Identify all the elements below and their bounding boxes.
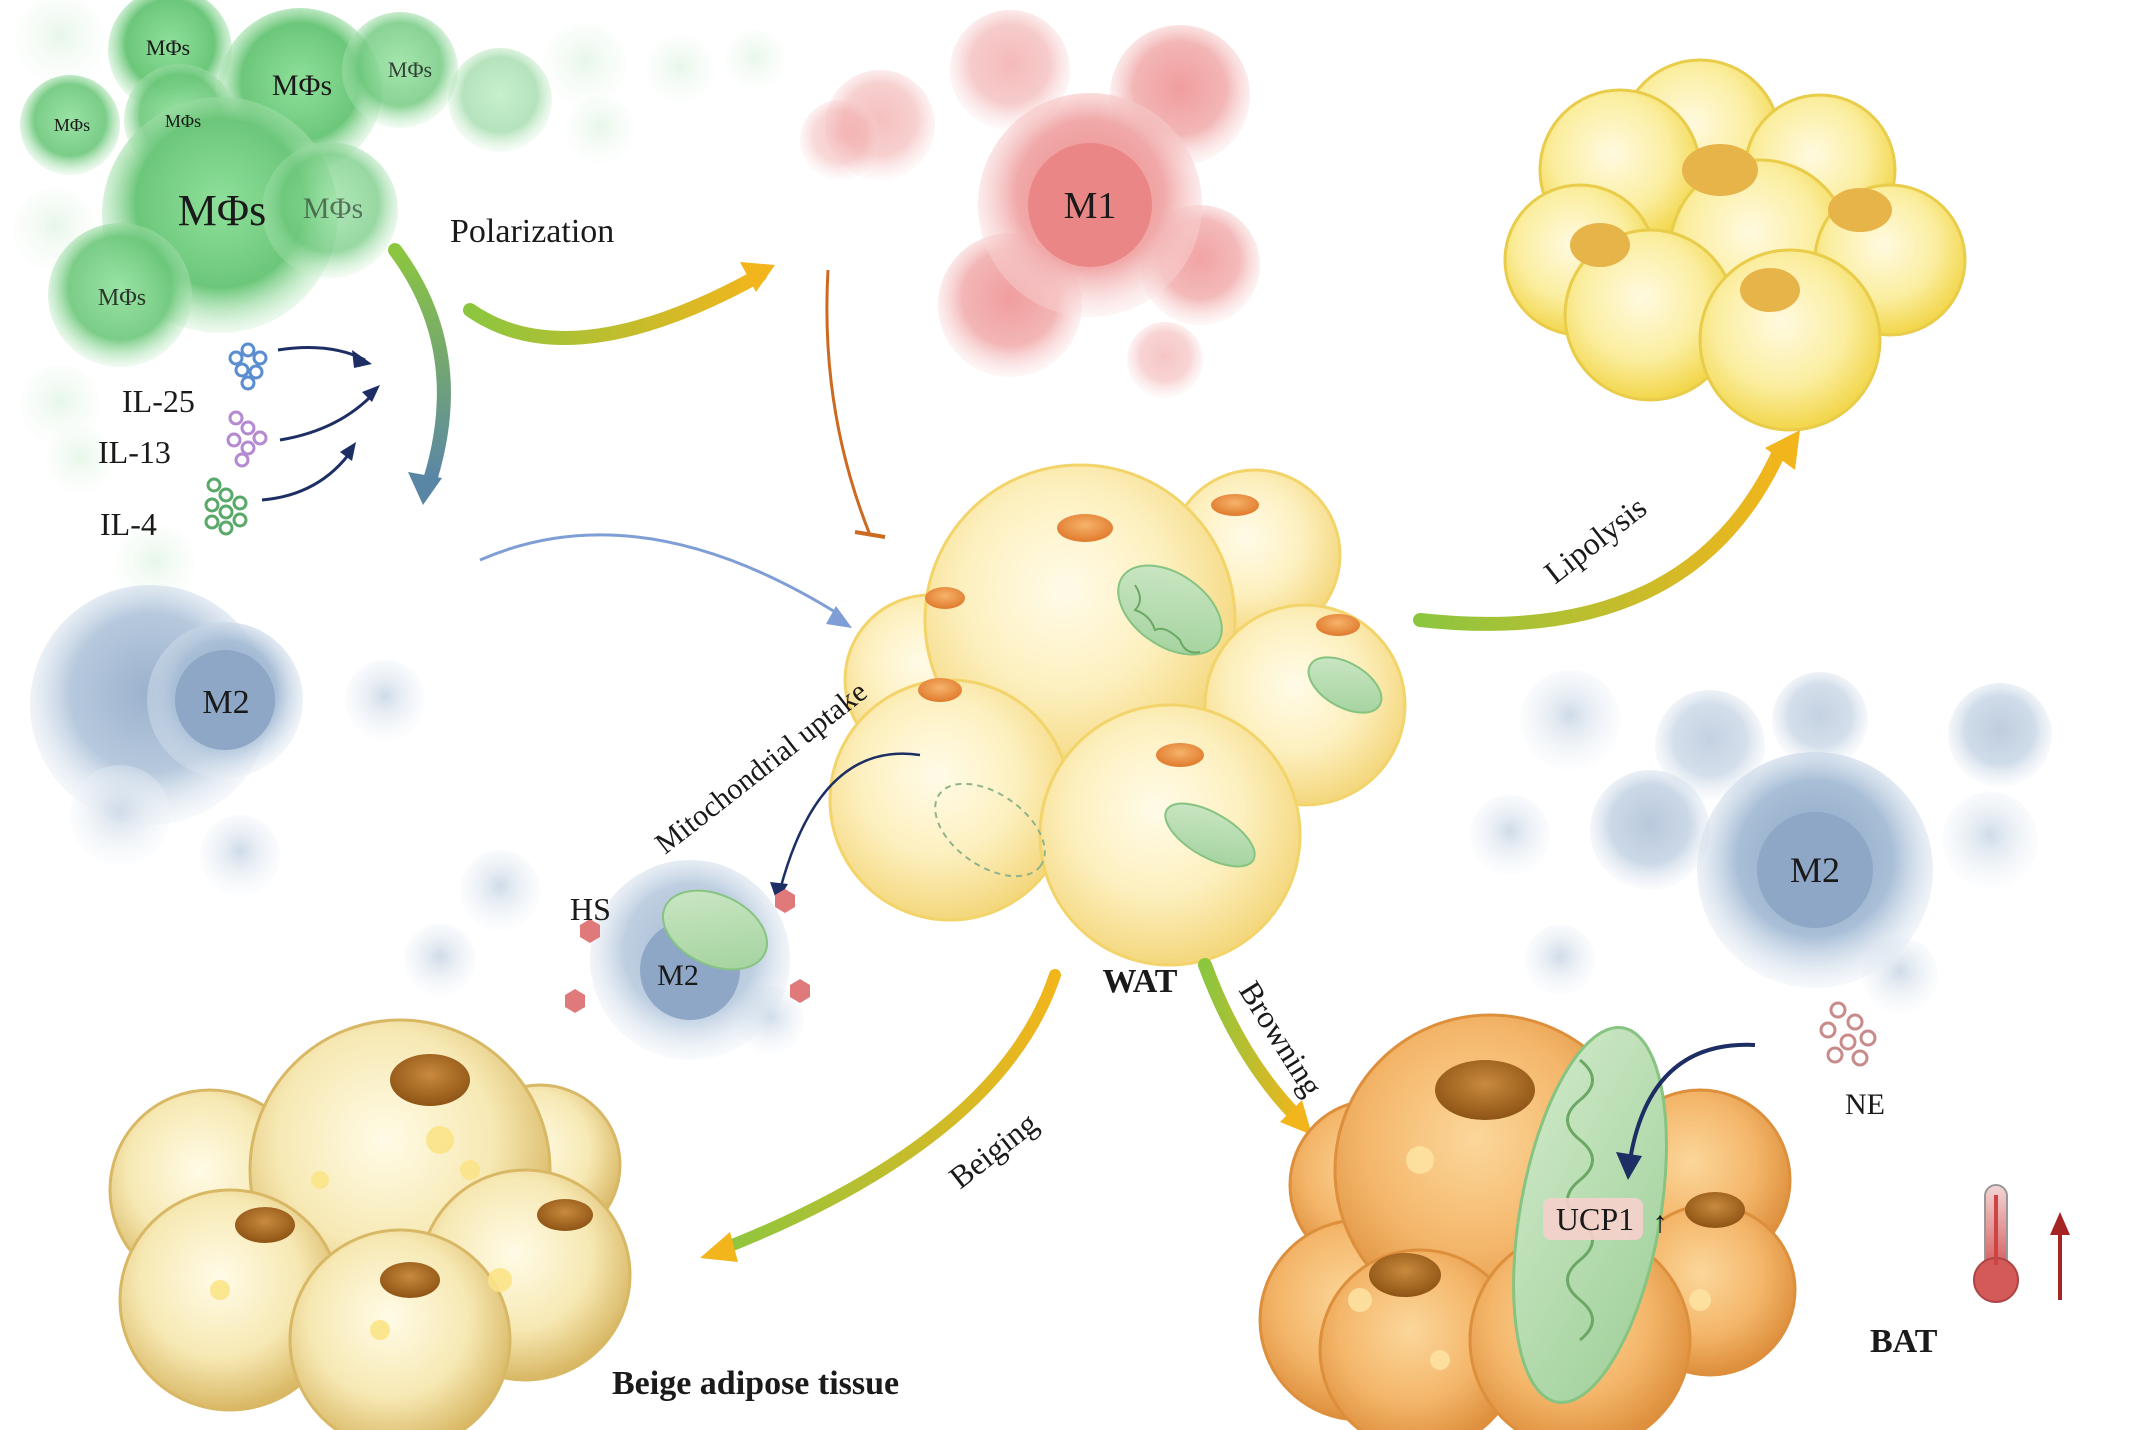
beiging-arrow — [714, 969, 1061, 1256]
beige-adipose-cluster — [108, 1018, 632, 1430]
ne-to-ucp1-arrow — [1628, 1042, 1756, 1161]
inhibition-bar-icon — [854, 530, 886, 539]
arrowhead-icon — [1616, 1152, 1642, 1180]
m1-label: M1 — [1064, 185, 1117, 227]
ucp1-label: UCP1 — [1556, 1201, 1634, 1237]
arrowhead-icon — [340, 442, 356, 461]
m2-left-cluster: M2 — [30, 585, 425, 895]
macrophage-label: MΦs — [146, 35, 190, 60]
browning-arrow — [1198, 958, 1307, 1127]
ne-molecules — [1819, 1001, 1877, 1067]
arrowhead-icon — [770, 882, 788, 902]
arrowhead-icon — [700, 1232, 738, 1262]
il4-label: IL-4 — [100, 506, 157, 542]
mitochondrion-icon — [1117, 564, 1223, 656]
m1-inhibition-line — [825, 269, 872, 536]
m2-right-cluster: M2 — [1470, 670, 2052, 1013]
arrowhead-icon — [1280, 1100, 1312, 1135]
thermometer-icon — [1973, 1184, 2019, 1303]
m2-right-label: M2 — [1790, 850, 1840, 890]
cytokine-il13: IL-13 — [98, 410, 268, 470]
lipolysis-label: Lipolysis — [1537, 489, 1653, 591]
arrowhead-icon — [1765, 430, 1800, 470]
hs-label: HS — [570, 891, 611, 927]
bat-label: BAT — [1870, 1323, 1938, 1360]
ucp1-up-arrow: ↑ — [1653, 1206, 1668, 1239]
wat-cluster: WAT — [828, 463, 1407, 1000]
arrowhead-icon — [826, 606, 852, 628]
macrophage-label: MΦs — [178, 186, 266, 235]
lipolysis-arrow — [1413, 443, 1787, 631]
arrowhead-icon — [362, 385, 380, 402]
cytokine-arrows — [261, 346, 377, 502]
mito-uptake-arrow — [778, 752, 921, 891]
browning-label: Browning — [1232, 975, 1330, 1103]
wat-label: WAT — [1103, 963, 1178, 1000]
polarization-label: Polarization — [450, 213, 614, 250]
mitochondrion-icon — [934, 782, 1046, 878]
macrophage-label: MΦs — [165, 111, 201, 131]
lipolysis-adipocytes — [1503, 58, 1967, 432]
m2-left-label: M2 — [202, 684, 249, 721]
arrowhead-icon — [352, 350, 372, 368]
temperature-up-arrow-icon — [2050, 1212, 2070, 1300]
ne-label: NE — [1845, 1088, 1885, 1121]
il13-label: IL-13 — [98, 434, 171, 470]
macrophage-cell — [20, 0, 552, 367]
macrophage-label: MΦs — [98, 285, 146, 311]
macrophage-cluster: MΦs MΦs MΦs MΦs MΦs MΦs MΦs MΦs — [13, 0, 785, 605]
ucp1-badge — [1543, 1198, 1643, 1240]
polarization-arrow-to-m2 — [388, 243, 451, 487]
beige-tissue-label: Beige adipose tissue — [612, 1365, 899, 1402]
macrophage-label: MΦs — [303, 192, 363, 225]
macrophage-cell-faint — [13, 0, 785, 605]
polarization-arrow-to-m1 — [463, 268, 767, 345]
polarization-arrowhead-m2 — [408, 472, 442, 505]
m2-hs-cluster: M2 HS — [404, 850, 810, 1060]
macrophage-label: MΦs — [272, 69, 332, 102]
mitochondrion-icon — [1307, 656, 1383, 714]
cytokine-il25: IL-25 — [122, 342, 268, 419]
cytokine-il4: IL-4 — [100, 477, 248, 542]
m1-cluster: M1 — [800, 10, 1260, 398]
macrophage-label: MΦs — [388, 57, 432, 82]
macrophage-label: MΦs — [54, 115, 90, 135]
bat-cluster: UCP1 ↑ — [1258, 1013, 1797, 1430]
m2-hs-label: M2 — [657, 959, 699, 992]
mitochondrion-icon — [1164, 802, 1256, 868]
il25-label: IL-25 — [122, 383, 195, 419]
polarization-arrowhead-m1 — [740, 262, 775, 292]
m2-to-wat-arrow — [479, 533, 841, 617]
